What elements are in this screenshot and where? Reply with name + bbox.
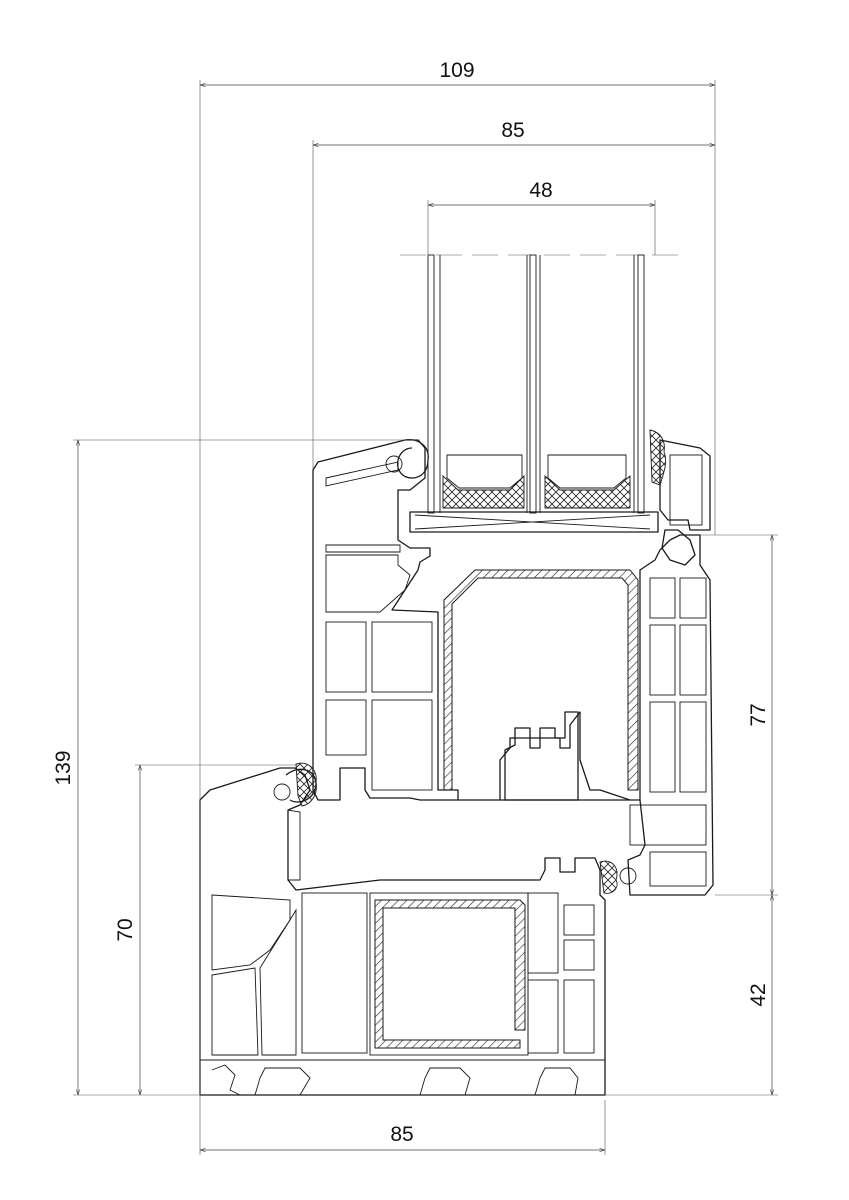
- frame-steel-reinforcement: [374, 899, 526, 1049]
- sash-chamber-9: [679, 624, 707, 696]
- frame-chamber-3: [259, 908, 297, 1056]
- dim-frame-height: 70: [114, 918, 137, 941]
- dimension-lines: [73, 80, 778, 1155]
- glazing-bead: [659, 439, 711, 531]
- outer-glazing-gasket: [396, 439, 429, 479]
- sash-chamber-2: [325, 621, 367, 693]
- sash-chamber-11: [679, 701, 707, 793]
- spacer-bar-outer: [446, 454, 523, 489]
- dim-overall-width: 109: [439, 59, 474, 82]
- sash-chamber-13: [649, 851, 707, 887]
- frame-chamber-2: [211, 967, 259, 1056]
- glazing-block: [409, 511, 659, 533]
- frame-chamber-9: [563, 979, 595, 1054]
- sash-chamber-12: [629, 804, 707, 846]
- dim-sash-width: 85: [501, 119, 524, 142]
- dim-glazing-width: 48: [529, 179, 552, 202]
- frame-chamber-5: [527, 892, 559, 974]
- sash-chamber-1: [325, 554, 411, 613]
- dim-frame-visible-height: 42: [747, 983, 770, 1006]
- frame-chamber-8: [527, 979, 559, 1054]
- hardware-groove: [504, 711, 579, 801]
- glass-pane-inner: [637, 254, 645, 514]
- sash-chamber-6: [649, 577, 676, 619]
- inner-glazing-gasket: [649, 429, 667, 486]
- triple-glazing-unit: [400, 254, 680, 533]
- spacer-bar-inner: [547, 454, 627, 489]
- center-seal: [661, 529, 696, 566]
- sash-outline: [312, 439, 714, 896]
- sash-chamber-5: [371, 699, 433, 791]
- dim-overall-height: 139: [52, 750, 75, 785]
- glass-pane-outer: [427, 254, 435, 514]
- frame-profile: [199, 762, 637, 1096]
- sash-steel-reinforcement: [443, 569, 639, 791]
- glass-pane-middle: [529, 254, 537, 514]
- sash-chamber-7: [679, 577, 707, 619]
- dim-sash-visible-height: 77: [747, 703, 770, 726]
- sash-chamber-10: [649, 701, 676, 793]
- secondary-seal-outer: [442, 474, 525, 509]
- frame-chamber-7: [563, 939, 595, 971]
- frame-chamber-4: [301, 892, 368, 1054]
- sash-chamber-3: [371, 621, 433, 693]
- frame-chamber-6: [563, 904, 595, 936]
- sash-chamber-4: [325, 699, 367, 756]
- frame-chamber-1: [211, 894, 291, 971]
- frame-inner-gasket: [599, 860, 618, 894]
- glazing-bead-chamber: [669, 454, 703, 526]
- sash-profile: [312, 429, 714, 896]
- secondary-seal-inner: [544, 474, 631, 509]
- dim-frame-width: 85: [390, 1123, 413, 1146]
- sash-chamber-8: [649, 624, 676, 696]
